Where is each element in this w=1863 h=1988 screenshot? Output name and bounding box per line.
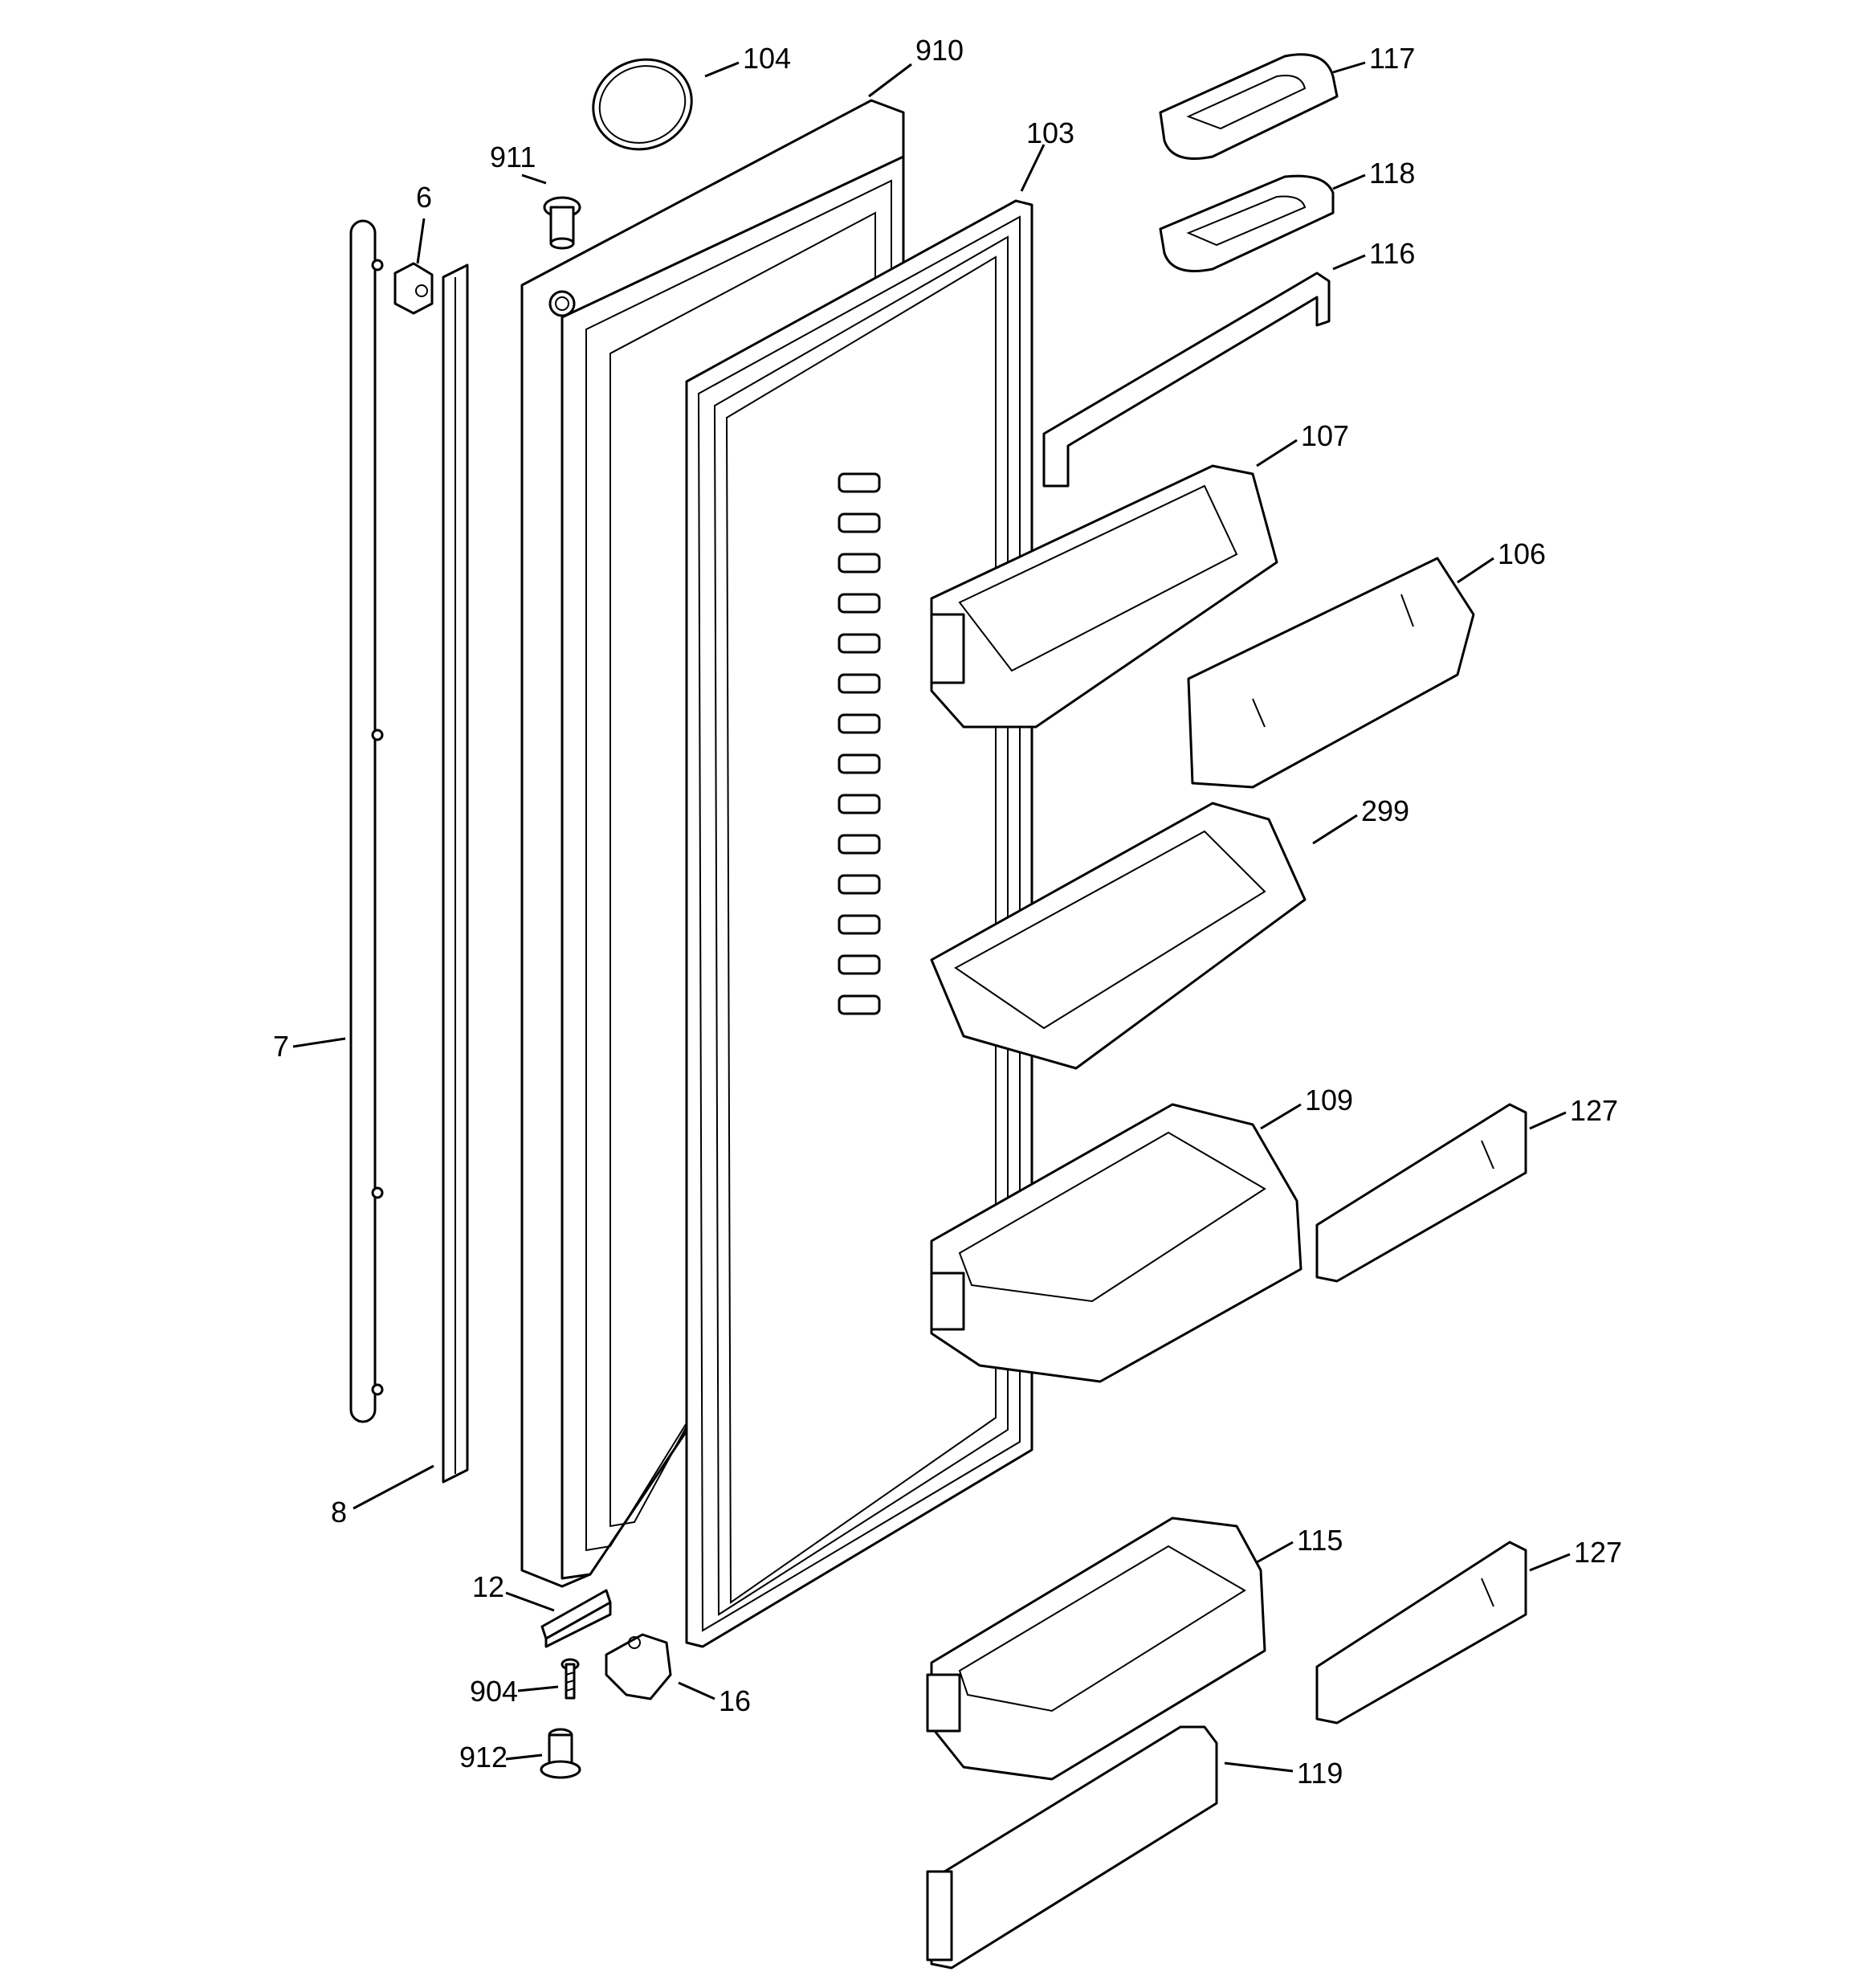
label-16: 16 (719, 1684, 751, 1717)
part-6-cam (393, 262, 434, 315)
part-127-lower (1315, 1541, 1527, 1725)
label-8: 8 (331, 1496, 347, 1529)
leader-lines (292, 61, 1571, 1773)
label-117: 117 (1369, 42, 1415, 75)
label-910: 910 (915, 34, 964, 67)
part-16-hinge (605, 1633, 672, 1700)
part-117-dairy-door (1159, 53, 1339, 160)
label-299: 299 (1361, 794, 1409, 827)
label-6: 6 (416, 181, 432, 214)
part-106-cover (1187, 557, 1475, 789)
part-labels: 104 910 103 117 911 6 118 116 107 106 29… (273, 34, 1622, 1790)
label-106: 106 (1498, 537, 1546, 570)
door-liner-rails (838, 472, 881, 1015)
label-7: 7 (273, 1030, 289, 1063)
label-119: 119 (1297, 1757, 1343, 1790)
part-115-bin (926, 1517, 1266, 1781)
part-127-upper (1315, 1103, 1527, 1283)
label-911: 911 (490, 141, 536, 173)
label-107: 107 (1301, 419, 1349, 452)
part-8-strip (442, 263, 469, 1484)
label-116: 116 (1369, 237, 1415, 270)
part-911-bushing (543, 196, 581, 250)
label-912: 912 (459, 1741, 508, 1774)
label-127-lower: 127 (1574, 1536, 1622, 1569)
part-912-bushing (540, 1728, 581, 1779)
label-109: 109 (1305, 1084, 1353, 1116)
label-118: 118 (1369, 157, 1415, 190)
label-904: 904 (470, 1675, 518, 1708)
part-12-bracket (540, 1589, 612, 1648)
part-904-screw (561, 1658, 580, 1700)
label-115: 115 (1297, 1524, 1343, 1557)
label-127-upper: 127 (1570, 1094, 1618, 1127)
part-119-cover (926, 1725, 1218, 1970)
part-118-dairy-bin (1159, 174, 1335, 272)
part-107-bin (930, 464, 1278, 729)
part-104-ring (592, 58, 693, 151)
label-12: 12 (472, 1570, 504, 1603)
part-7-tube (349, 219, 384, 1423)
part-116-frame (1042, 271, 1331, 488)
part-299-shelf (930, 802, 1307, 1070)
label-104: 104 (743, 42, 791, 75)
label-103: 103 (1026, 116, 1074, 149)
part-109-bin (930, 1103, 1302, 1383)
